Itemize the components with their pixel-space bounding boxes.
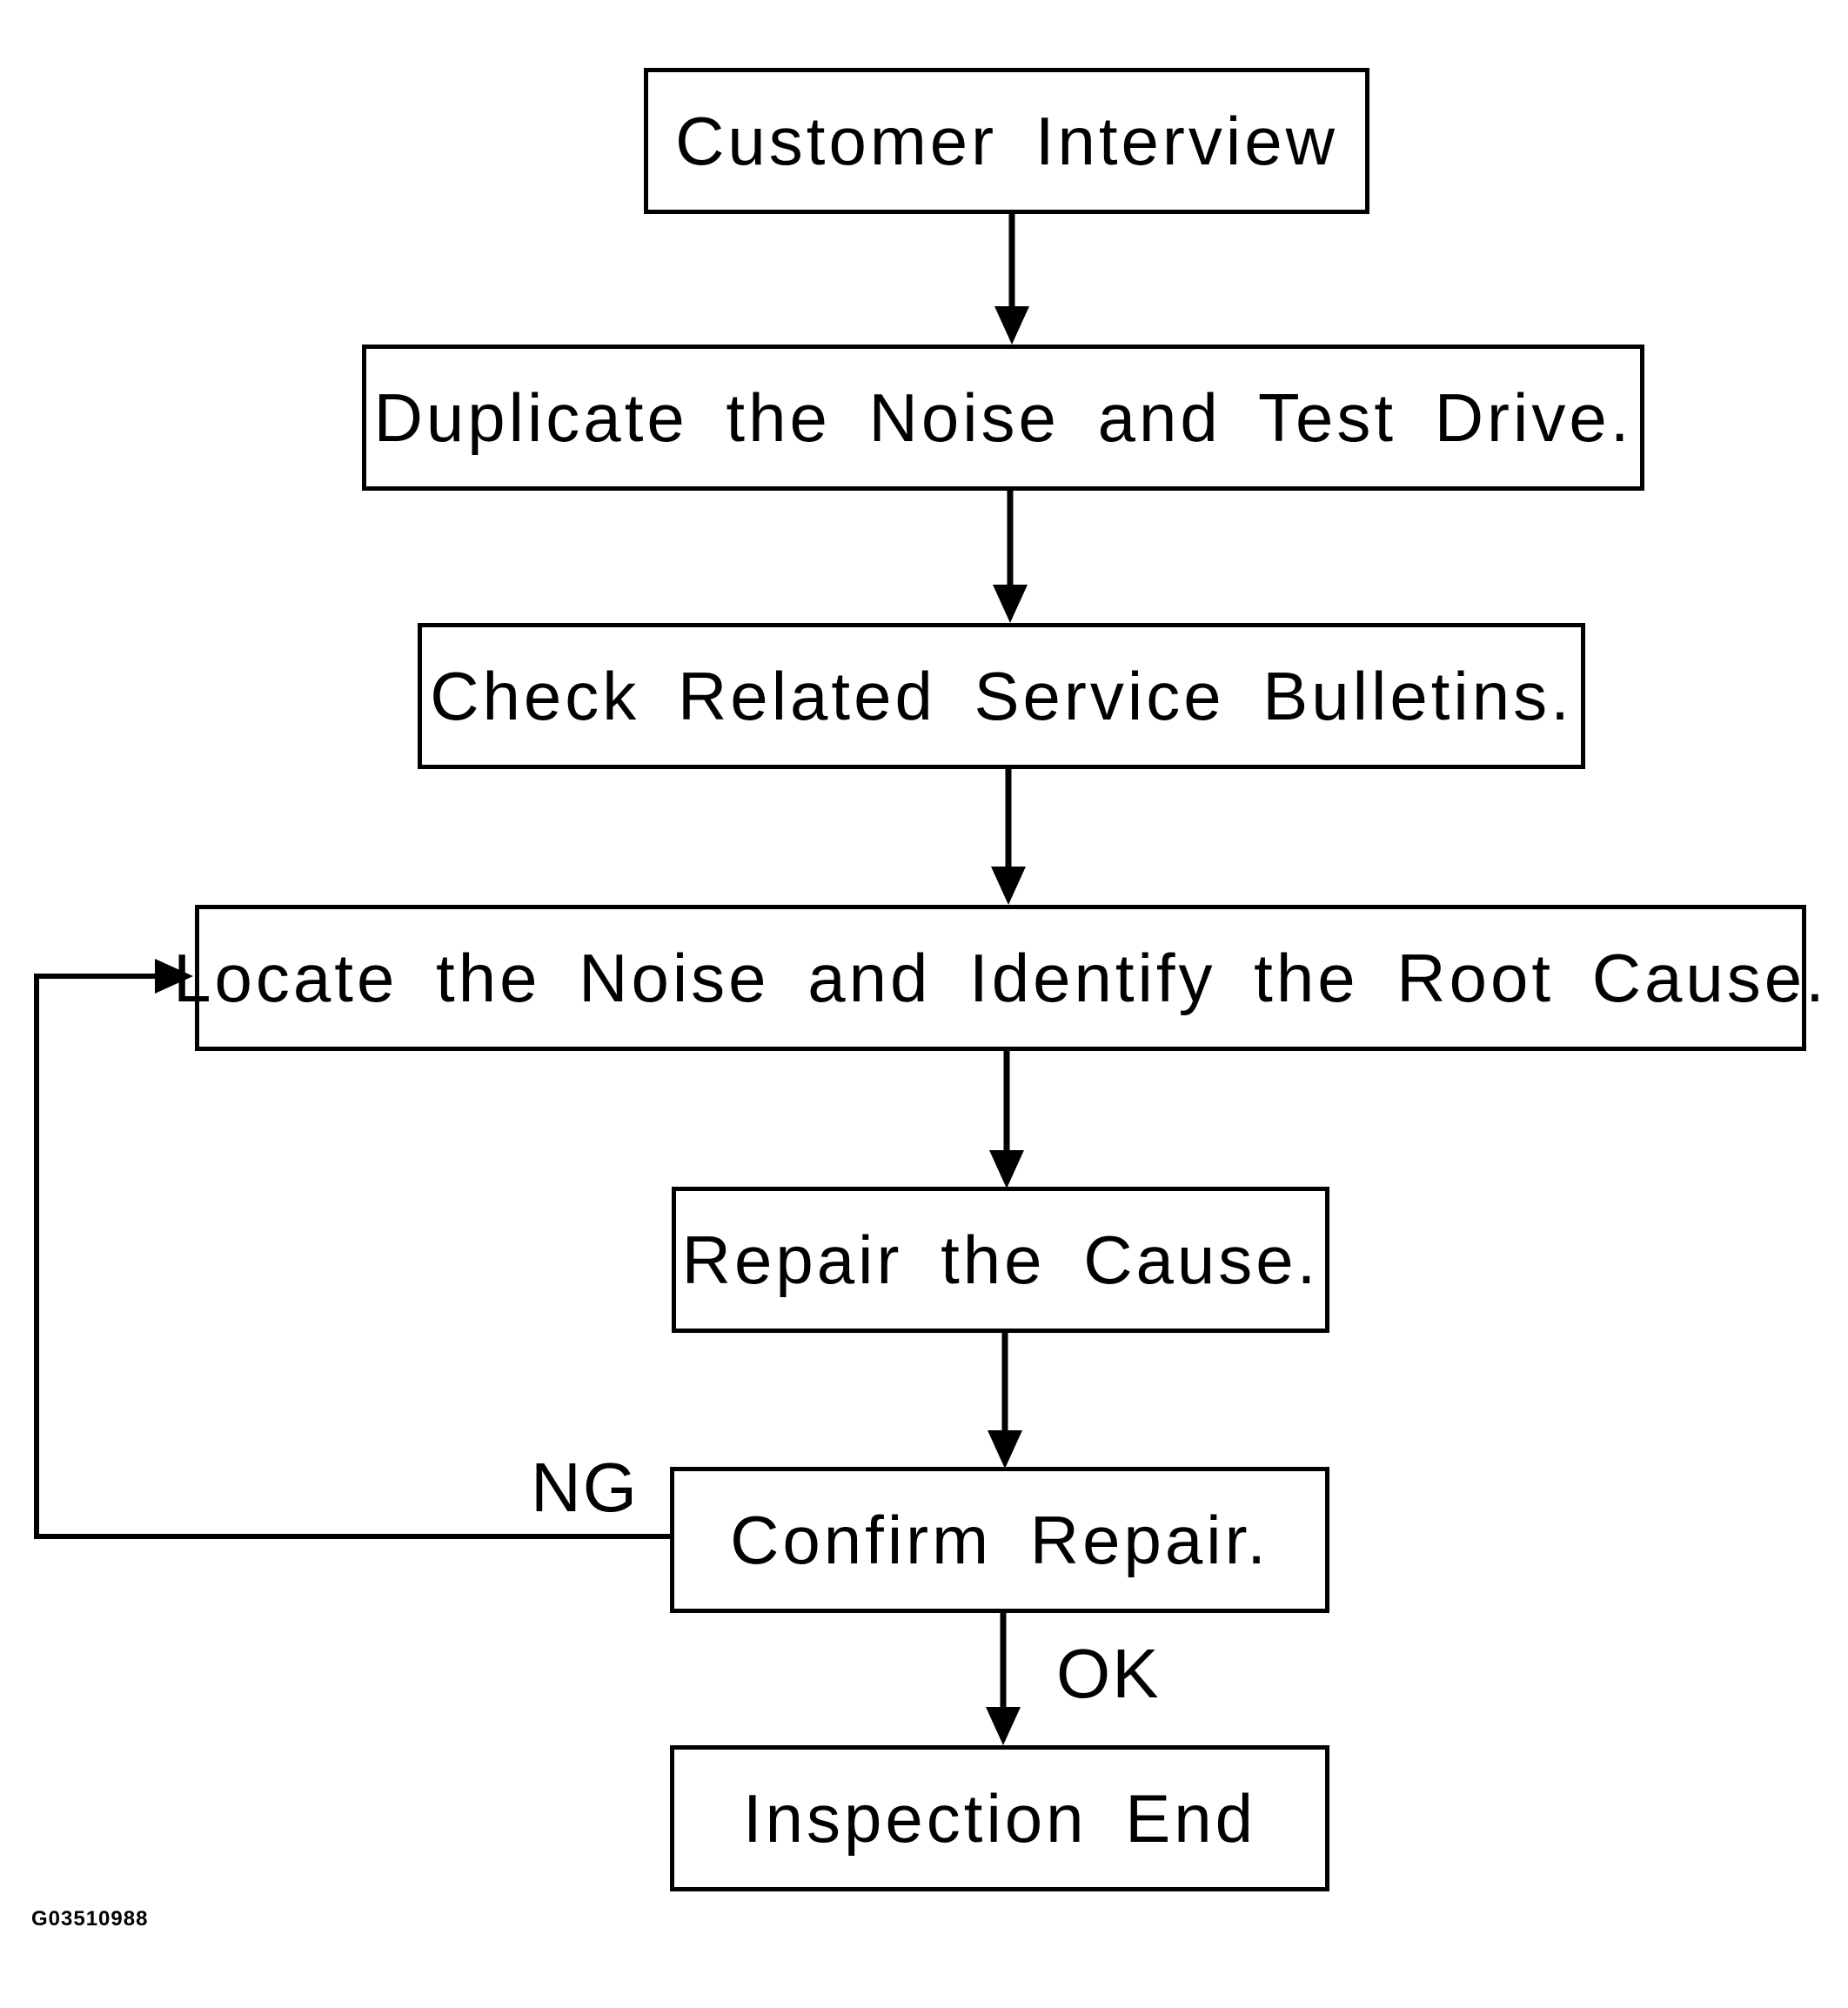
- step-inspection-end: Inspection End: [670, 1745, 1329, 1891]
- arrow-confirm-to-end: [986, 1612, 1021, 1745]
- branch-label-ok: OK: [1056, 1635, 1161, 1712]
- step-confirm-repair: Confirm Repair.: [670, 1467, 1329, 1613]
- ng-loop-arrow: [34, 959, 670, 1539]
- branch-label-ng: NG: [531, 1449, 639, 1526]
- step-check-bulletins: Check Related Service Bulletins.: [418, 623, 1585, 769]
- step-customer-interview-label: Customer Interview: [675, 102, 1338, 179]
- step-repair-cause-label: Repair the Cause.: [681, 1221, 1320, 1298]
- step-locate-noise-label: Locate the Noise and Identify the Root C…: [173, 939, 1828, 1016]
- step-confirm-repair-label: Confirm Repair.: [730, 1501, 1269, 1578]
- arrow-duplicate-to-bulletins: [993, 489, 1028, 623]
- arrow-locate-to-repair: [989, 1049, 1024, 1188]
- step-locate-noise: Locate the Noise and Identify the Root C…: [173, 905, 1825, 1051]
- step-check-bulletins-label: Check Related Service Bulletins.: [430, 657, 1573, 734]
- arrow-bulletins-to-locate: [991, 767, 1026, 905]
- step-repair-cause: Repair the Cause.: [672, 1187, 1329, 1333]
- figure-code: G03510988: [31, 1907, 149, 1931]
- arrow-interview-to-duplicate: [994, 211, 1029, 345]
- step-inspection-end-label: Inspection End: [742, 1779, 1257, 1857]
- arrow-repair-to-confirm: [988, 1331, 1022, 1469]
- step-duplicate-noise: Duplicate the Noise and Test Drive.: [362, 345, 1644, 491]
- step-customer-interview: Customer Interview: [644, 68, 1369, 214]
- step-duplicate-noise-label: Duplicate the Noise and Test Drive.: [373, 378, 1633, 456]
